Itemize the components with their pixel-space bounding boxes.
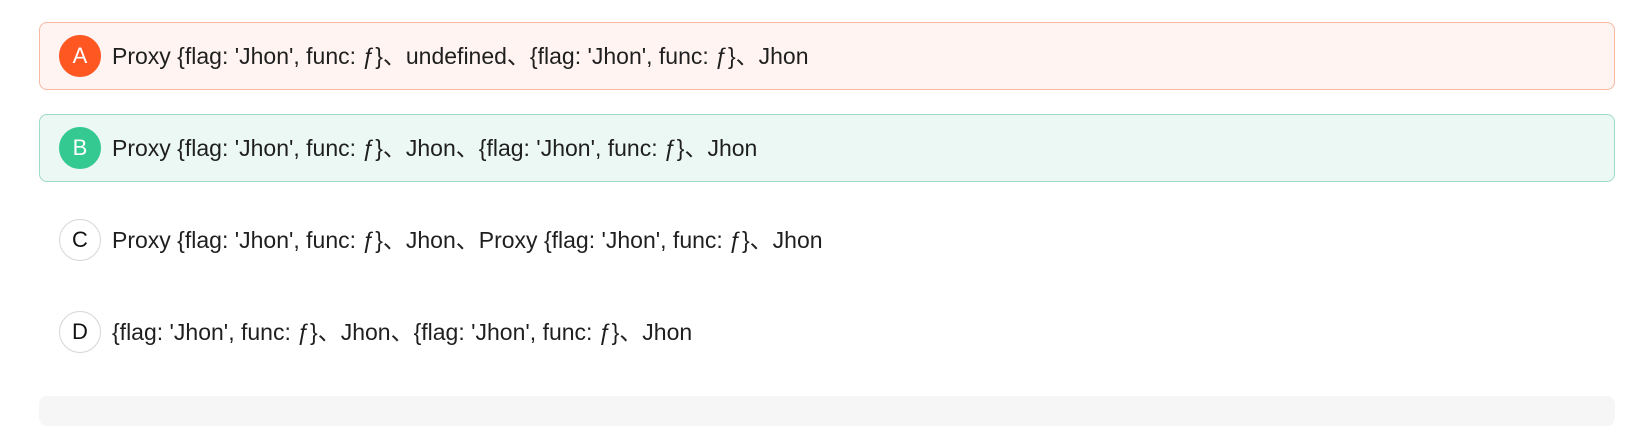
option-a[interactable]: A Proxy {flag: 'Jhon', func: ƒ}、undefine… <box>39 22 1615 90</box>
option-text: Proxy {flag: 'Jhon', func: ƒ}、Jhon、{flag… <box>112 135 758 161</box>
option-d[interactable]: D {flag: 'Jhon', func: ƒ}、Jhon、{flag: 'J… <box>39 298 1615 366</box>
option-letter-badge: A <box>59 35 101 77</box>
option-text: Proxy {flag: 'Jhon', func: ƒ}、undefined、… <box>112 43 809 69</box>
option-letter-badge: B <box>59 127 101 169</box>
option-c[interactable]: C Proxy {flag: 'Jhon', func: ƒ}、Jhon、Pro… <box>39 206 1615 274</box>
option-letter-badge: D <box>59 311 101 353</box>
answer-options: A Proxy {flag: 'Jhon', func: ƒ}、undefine… <box>39 22 1615 390</box>
option-b[interactable]: B Proxy {flag: 'Jhon', func: ƒ}、Jhon、{fl… <box>39 114 1615 182</box>
option-text: {flag: 'Jhon', func: ƒ}、Jhon、{flag: 'Jho… <box>112 319 693 345</box>
explanation-panel <box>39 396 1615 426</box>
option-letter-badge: C <box>59 219 101 261</box>
option-text: Proxy {flag: 'Jhon', func: ƒ}、Jhon、Proxy… <box>112 227 823 253</box>
